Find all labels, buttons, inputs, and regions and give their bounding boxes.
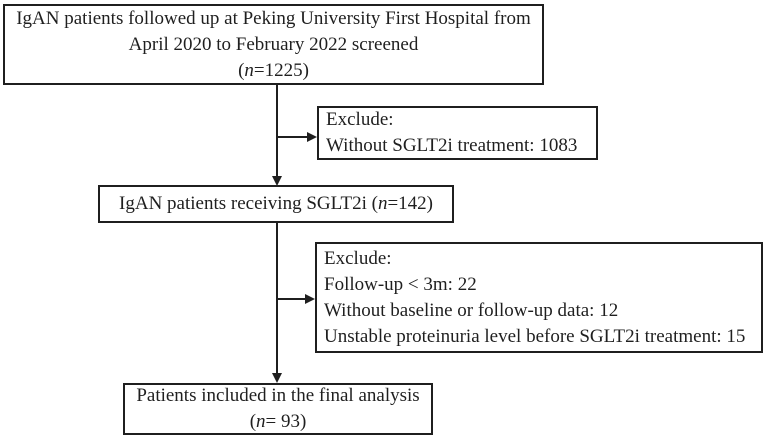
arrowhead-into-final-box: [272, 373, 282, 383]
receiving-text: IgAN patients receiving SGLT2i (: [119, 193, 378, 214]
exclude-box-1: Exclude: Without SGLT2i treatment: 1083: [317, 106, 598, 160]
n-value: =1225): [253, 59, 309, 81]
exclude-2-item-2: Without baseline or follow-up data: 12: [324, 299, 619, 321]
branch-to-exclude-2: [277, 298, 306, 300]
exclude-2-item-1: Follow-up < 3m: 22: [324, 273, 477, 295]
receiving-sglt2i-box: IgAN patients receiving SGLT2i (n=142): [98, 185, 454, 223]
screened-patients-box: IgAN patients followed up at Peking Univ…: [3, 4, 544, 85]
n-symbol: n: [377, 193, 388, 214]
exclude-2-title: Exclude:: [324, 247, 392, 269]
final-line-1: Patients included in the final analysis: [136, 385, 420, 406]
exclude-1-item-1: Without SGLT2i treatment: 1083: [326, 135, 578, 156]
exclude-box-2: Exclude: Follow-up < 3m: 22 Without base…: [315, 242, 763, 353]
n-symbol: n: [256, 411, 266, 432]
arrowhead-into-exclude-2: [305, 294, 315, 304]
arrowhead-into-receiving-box: [272, 176, 282, 186]
screened-line-1: IgAN patients followed up at Peking Univ…: [16, 7, 531, 29]
screened-line-2: April 2020 to February 2022 screened: [128, 33, 419, 55]
n-value: = 93): [265, 411, 307, 432]
screened-sample-size: (n=1225): [238, 58, 309, 84]
final-sample-size: (n= 93): [250, 409, 307, 435]
connector-screened-to-receiving: [276, 84, 278, 177]
receiving-line: IgAN patients receiving SGLT2i (n=142): [119, 191, 433, 217]
exclude-2-item-3: Unstable proteinuria level before SGLT2i…: [324, 325, 746, 347]
exclude-1-title: Exclude:: [326, 109, 394, 130]
paren-open: (: [238, 59, 245, 81]
n-value: =142): [387, 193, 433, 214]
arrowhead-into-exclude-1: [307, 132, 317, 142]
final-analysis-box: Patients included in the final analysis …: [123, 383, 433, 435]
n-symbol: n: [244, 59, 254, 81]
paren-open: (: [249, 411, 257, 432]
branch-to-exclude-1: [277, 136, 308, 138]
